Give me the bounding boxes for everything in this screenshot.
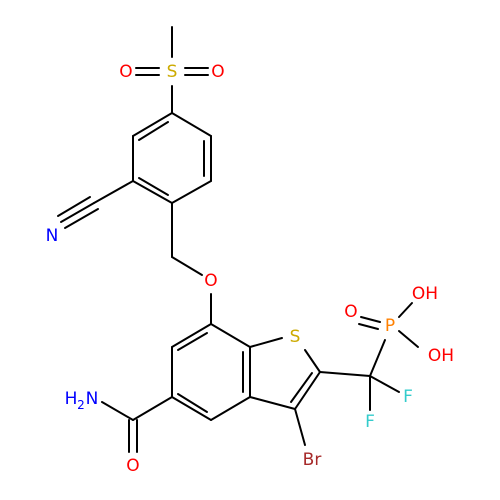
bond-ring2-c bbox=[210, 396, 251, 421]
atom-h-amide: H bbox=[65, 389, 78, 409]
bond-ring-cn bbox=[93, 180, 134, 204]
atom-n-amide: N bbox=[86, 389, 99, 409]
bond-thio-b bbox=[304, 349, 321, 373]
atom-s-sulfonyl: S bbox=[167, 62, 178, 82]
atom-br: Br bbox=[303, 450, 322, 470]
atom-o-amide: O bbox=[126, 456, 139, 476]
bond-thio-c-inner bbox=[290, 372, 313, 403]
bond-ring1-f bbox=[132, 112, 173, 137]
atom-f-2: F bbox=[365, 412, 375, 432]
bond-c-cf2 bbox=[319, 371, 371, 377]
bond-ring1-c bbox=[171, 180, 212, 204]
bond-p-o-double-a bbox=[360, 316, 381, 323]
bond-layer bbox=[57, 26, 419, 453]
atom-o-sulfonyl-left: O bbox=[119, 62, 132, 82]
atom-o-ether: O bbox=[204, 271, 217, 291]
bond-ring2-f bbox=[171, 323, 212, 348]
bond-thio-c bbox=[294, 371, 321, 410]
bond-cn-triple-b bbox=[57, 196, 91, 217]
bond-ring1-d bbox=[132, 180, 173, 204]
bond-ring1-f-inner bbox=[138, 121, 169, 141]
bond-p-oh2 bbox=[398, 330, 419, 348]
atom-o-phosphoryl: O bbox=[344, 302, 357, 322]
bond-amide-c-n bbox=[101, 401, 134, 421]
bond-ring2-f-inner bbox=[177, 332, 208, 351]
bond-ring2-d-inner bbox=[177, 393, 208, 413]
bond-cf2-p bbox=[369, 339, 386, 377]
atom-n-nitrile: N bbox=[46, 226, 59, 246]
bond-ring2-a bbox=[210, 323, 251, 348]
bond-p-o-double-b bbox=[358, 323, 379, 330]
bond-cn-triple-a bbox=[60, 202, 95, 223]
atom-p: P bbox=[385, 316, 395, 336]
bond-cf2-f1 bbox=[369, 375, 400, 393]
atom-oh-2: OH bbox=[428, 346, 454, 366]
bond-thio-a bbox=[249, 337, 283, 348]
bond-p-oh1 bbox=[398, 302, 413, 318]
atom-label-layer: S O O N O S P O OH OH F F Br H 2 N O bbox=[46, 62, 454, 476]
bond-ring-amide-c bbox=[132, 396, 173, 421]
atom-f-1: F bbox=[403, 387, 413, 407]
bond-cn-triple-c bbox=[64, 208, 99, 229]
bond-c-br bbox=[294, 408, 306, 446]
atom-s-thiophene: S bbox=[290, 327, 301, 347]
bond-thio-d bbox=[249, 396, 296, 410]
atom-h-amide-subscript: 2 bbox=[77, 398, 85, 412]
bond-ring2-d bbox=[171, 396, 212, 421]
atom-oh-1: OH bbox=[412, 284, 438, 304]
bond-ch2-o bbox=[171, 256, 203, 276]
atom-o-sulfonyl-right: O bbox=[211, 62, 224, 82]
bond-ring1-a bbox=[171, 112, 212, 137]
bond-ring1-d-inner bbox=[138, 177, 169, 196]
